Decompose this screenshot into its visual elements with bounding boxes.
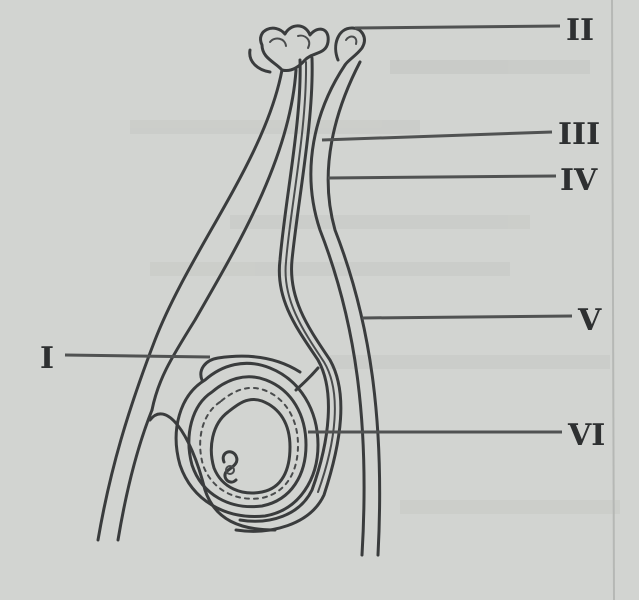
outer-wall-left-inner bbox=[150, 68, 298, 412]
label-II: II bbox=[566, 13, 594, 48]
pollen-tube-core bbox=[284, 61, 336, 493]
leader-III bbox=[321, 130, 553, 142]
leader-I bbox=[64, 353, 211, 359]
label-I: I bbox=[40, 341, 54, 376]
label-III: III bbox=[558, 117, 600, 152]
pollen-tube-left bbox=[238, 58, 330, 523]
leader-V bbox=[361, 314, 573, 320]
label-V: V bbox=[577, 303, 602, 338]
outer-wall-right-outer bbox=[309, 63, 366, 557]
pollen-tube-right bbox=[234, 56, 343, 533]
leader-II bbox=[354, 24, 561, 30]
funiculus-left bbox=[116, 408, 154, 542]
label-VI: VI bbox=[567, 418, 605, 453]
label-IV: IV bbox=[560, 163, 598, 198]
embryo-sac-mark bbox=[221, 450, 239, 484]
outer-wall-right-inner bbox=[326, 60, 382, 557]
page-edge-line bbox=[611, 0, 615, 600]
leader-IV bbox=[327, 174, 557, 180]
funiculus-notch bbox=[148, 412, 277, 532]
outer-wall-left bbox=[96, 68, 284, 542]
ovule bbox=[174, 354, 320, 519]
show-through-text bbox=[130, 60, 620, 514]
stigma bbox=[248, 24, 366, 74]
